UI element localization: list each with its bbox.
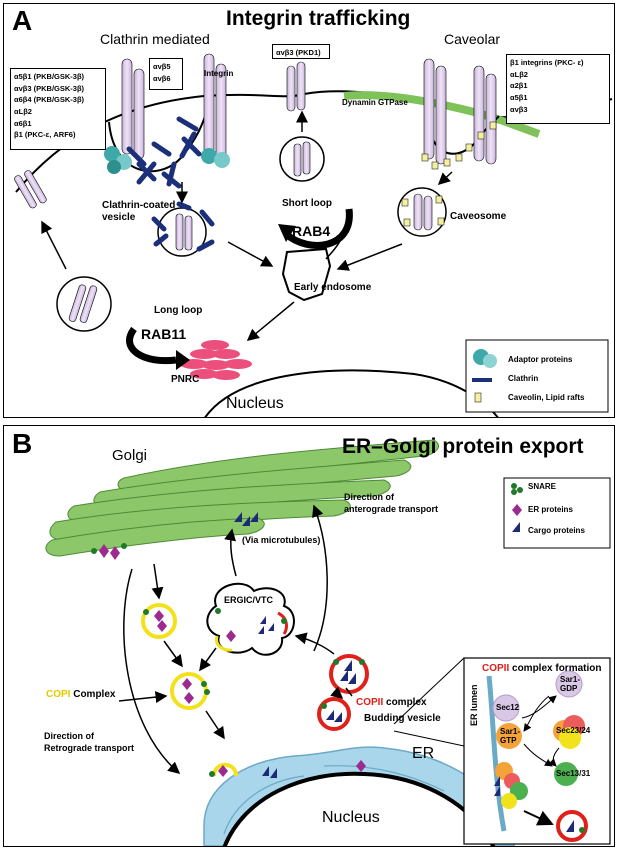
adaptor-proteins	[104, 146, 230, 174]
panel-a-diagram	[14, 53, 613, 417]
left-box-item: α6β4 (PKB/GSK-3β)	[14, 95, 85, 105]
short-loop-label: Short loop	[282, 198, 332, 209]
pkd1-box: αvβ3 (PKD1)	[272, 44, 330, 59]
copi-suffix: Complex	[70, 689, 116, 700]
rab4-arrow	[283, 208, 353, 249]
copi-vesicle-1	[141, 603, 177, 639]
rab11-label: RAB11	[141, 326, 187, 342]
legend-clathrin: Clathrin	[508, 374, 539, 383]
pnrc-cluster	[180, 340, 252, 380]
sec12-label: Sec12	[496, 703, 520, 712]
clathrin-mediated-label: Clathrin mediated	[100, 31, 210, 47]
left-box-item: αvβ3 (PKB/GSK-3β)	[14, 83, 85, 93]
panel-a-letter: A	[12, 5, 33, 36]
right-box-item: αLβ2	[510, 69, 528, 79]
copii-formation-suffix: complex formation	[509, 663, 602, 674]
anterograde-label: Direction of anterograde transport	[344, 492, 439, 514]
rab4-label: RAB4	[292, 223, 331, 239]
copi-vesicle-2	[170, 672, 210, 710]
right-box-item: α2β1	[510, 81, 528, 91]
legend-cargo: Cargo proteins	[528, 526, 585, 535]
er-label: ER	[412, 745, 435, 762]
right-box-item: αvβ3	[510, 104, 528, 114]
copi-complex-label: COPI Complex	[46, 690, 115, 700]
pnrc-label: PNRC	[171, 374, 200, 385]
nucleus-b-label: Nucleus	[322, 809, 380, 826]
sec13-31-label: Sec13/31	[556, 769, 591, 778]
copi-vesicle-3	[209, 762, 238, 777]
legend-er-proteins: ER proteins	[528, 505, 573, 514]
dynamin-label: Dynamin GTPase	[342, 98, 408, 107]
golgi-label: Golgi	[112, 447, 148, 464]
copii-formation-prefix: COPII	[482, 663, 510, 674]
panel-b-arrows	[118, 504, 344, 774]
legend-b-icons	[503, 477, 611, 549]
left-box-item: αLβ2	[14, 106, 32, 116]
nucleus-a-label: Nucleus	[226, 395, 284, 412]
left-box-item: α6β1	[14, 118, 32, 128]
panel-a-arrows	[41, 110, 453, 341]
caveosome-label: Caveosome	[450, 211, 507, 222]
early-endosome-label: Early endosome	[294, 282, 372, 293]
panel-b-er-golgi-export: B ER–Golgi protein export Golgi SNARE ER…	[3, 425, 615, 847]
right-integrin-box: β1 integrins (PKC- ε) αLβ2 α2β1 α5β1 αvβ…	[506, 54, 610, 124]
avb-box-item: αvβ5	[153, 62, 171, 71]
legend-adaptor: Adaptor proteins	[508, 355, 573, 364]
integrin-label: Integrin	[204, 69, 234, 78]
ergic-label: ERGIC/VTC	[224, 595, 274, 605]
panel-b-diagram	[45, 439, 611, 846]
panel-b-letter: B	[12, 428, 33, 459]
dynamin-band	[343, 91, 541, 138]
copi-prefix: COPI	[46, 689, 71, 700]
early-endosome	[281, 247, 332, 302]
short-loop-vesicle	[279, 136, 325, 182]
panel-a-integrin-trafficking: A Integrin trafficking Clathrin mediated…	[3, 3, 615, 418]
panel-a-title: Integrin trafficking	[226, 7, 411, 30]
copii-formation-title: COPII complex formation	[482, 664, 601, 674]
copii-suffix: complex	[383, 697, 427, 708]
caveolin-marks	[421, 121, 497, 170]
right-box-item: β1 integrins (PKC- ε)	[510, 58, 584, 67]
left-box-item: β1 (PKC-ε, ARF6)	[14, 130, 76, 140]
pkd1-box-item: αvβ3 (PKD1)	[276, 48, 321, 57]
golgi-stack	[45, 439, 439, 557]
copii-complex-label: COPII complex	[356, 698, 427, 708]
budding-vesicle-label: Budding vesicle	[364, 713, 441, 724]
retrograde-label: Direction of Retrograde transport	[44, 731, 135, 753]
right-box-item: α5β1	[510, 92, 528, 102]
er-cargo	[262, 760, 366, 778]
left-box-item: α5β1 (PKB/GSK-3β)	[14, 72, 85, 81]
avb-box: αvβ5 αvβ6	[149, 58, 183, 90]
copii-prefix: COPII	[356, 697, 384, 708]
clathrin-lattice	[126, 116, 202, 189]
left-integrin-box: α5β1 (PKB/GSK-3β) αvβ3 (PKB/GSK-3β) α6β4…	[10, 68, 106, 150]
legend-a-icons	[465, 339, 609, 413]
copii-formation-inset	[393, 657, 611, 845]
er-lumen-label: ER lumen	[469, 684, 479, 726]
via-microtubules-label: (Via microtubules)	[242, 535, 321, 545]
copii-vesicle-top	[329, 654, 369, 694]
long-loop-label: Long loop	[154, 305, 203, 316]
sec23-24-label: Sec23/24	[556, 726, 591, 735]
integrin-left-recycled	[14, 170, 47, 209]
copii-budding-vesicle	[317, 697, 351, 731]
legend-snare: SNARE	[528, 482, 557, 491]
avb-box-item: αvβ6	[153, 73, 171, 83]
integrin-short-loop	[286, 61, 306, 112]
caveolar-label: Caveolar	[444, 31, 501, 47]
legend-caveolin: Caveolin, Lipid rafts	[508, 393, 585, 402]
panel-b-title: ER–Golgi protein export	[342, 435, 584, 458]
clathrin-vesicle-label: Clathrin-coated vesicle	[102, 200, 176, 223]
rab11-arrow	[126, 326, 177, 365]
sar1-gtp-label: Sar1- GTP	[500, 727, 521, 745]
integrin-group-clathrin	[121, 53, 227, 160]
sar1-gdp-label: Sar1- GDP	[560, 675, 581, 693]
golgi-cargo	[91, 512, 258, 560]
